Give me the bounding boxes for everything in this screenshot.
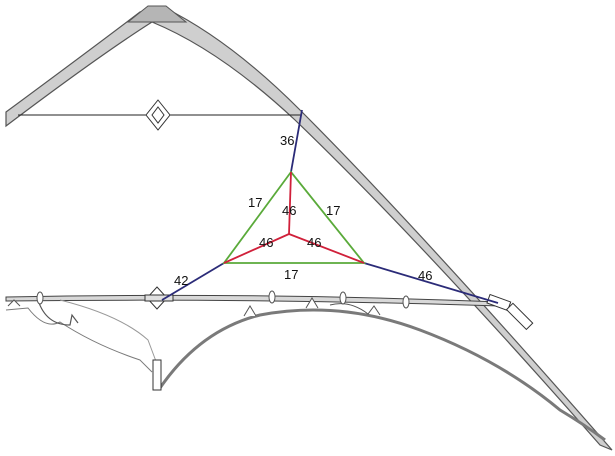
lower-panel-outline <box>37 299 79 326</box>
lower-connector-diamond <box>144 286 174 310</box>
bridle-leg-left <box>161 262 225 301</box>
wingtip-fitting <box>486 293 534 331</box>
label-inner-right: 46 <box>307 235 321 250</box>
bridle-triangle <box>222 170 366 264</box>
lower-spreader-spar <box>5 294 501 307</box>
leading-edge-spar <box>5 7 613 451</box>
trailing-edge-arc <box>158 308 606 442</box>
label-triangle-right: 17 <box>326 203 340 218</box>
label-top-leg: 36 <box>280 133 294 148</box>
spar-clips <box>7 290 410 317</box>
label-right-leg: 46 <box>418 268 432 283</box>
spar-tip-cap <box>126 5 188 23</box>
label-left-leg: 42 <box>174 273 188 288</box>
label-triangle-bottom: 17 <box>284 267 298 282</box>
upper-connector-diamond <box>145 99 171 131</box>
label-inner-top: 46 <box>282 203 296 218</box>
lower-panel-curve <box>329 303 381 316</box>
bridle-leg-right <box>363 262 499 304</box>
bridle-leg-top <box>290 109 303 173</box>
lower-sail-thin-line <box>59 299 161 373</box>
lower-sail-edge-left <box>5 307 153 373</box>
label-triangle-left: 17 <box>248 195 262 210</box>
label-inner-left: 46 <box>259 235 273 250</box>
bridle-inner-lines <box>223 171 365 264</box>
lower-standoff <box>152 359 162 391</box>
bridle-outer-legs <box>161 109 499 304</box>
